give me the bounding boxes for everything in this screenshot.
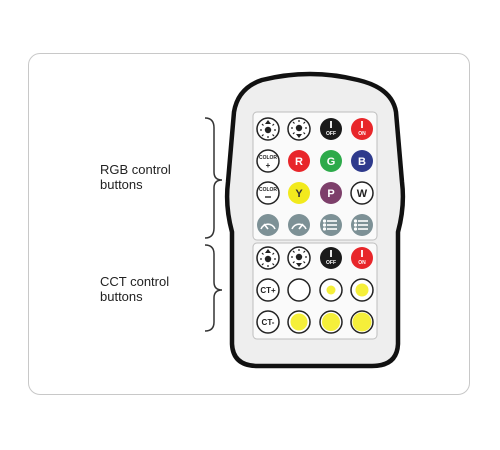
cct-brightness-up-button[interactable] (256, 246, 280, 270)
color-plus-label: COLOR (259, 155, 277, 161)
ct-minus-button[interactable]: CT- (256, 310, 280, 334)
ct-plus-button[interactable]: CT+ (256, 278, 280, 302)
purple-label: P (327, 188, 334, 200)
color-plus-button[interactable]: COLOR + (256, 149, 280, 173)
cct-power-on-button[interactable]: ON (351, 247, 373, 269)
brightness-down-icon (291, 249, 307, 267)
red-label: R (295, 156, 303, 168)
speed-up-button[interactable] (288, 214, 310, 236)
cct-level-2-button[interactable] (319, 310, 343, 334)
brightness-up-icon (260, 120, 276, 138)
rgb-label-line1: RGB control (100, 162, 171, 177)
purple-button[interactable]: P (320, 182, 342, 204)
yellow-label: Y (295, 188, 303, 200)
plus-icon: + (266, 161, 271, 170)
cct-power-on-label: ON (358, 260, 366, 266)
ct-plus-label: CT+ (260, 286, 276, 295)
color-minus-button[interactable]: COLOR (256, 181, 280, 205)
cct-power-off-button[interactable]: OFF (320, 247, 342, 269)
rgb-panel (252, 111, 378, 241)
speed-down-button[interactable] (257, 214, 279, 236)
ct-minus-label: CT- (262, 318, 275, 327)
color-minus-label: COLOR (259, 187, 277, 193)
white-button[interactable]: W (350, 181, 374, 205)
red-button[interactable]: R (288, 150, 310, 172)
cct-brace (204, 244, 223, 332)
green-button[interactable]: G (320, 150, 342, 172)
rgb-brace (204, 117, 223, 239)
cct-white-button[interactable] (287, 278, 311, 302)
power-off-button[interactable]: OFF (320, 118, 342, 140)
power-off-label: OFF (326, 131, 336, 137)
yellow-button[interactable]: Y (288, 182, 310, 204)
rgb-label-line2: buttons (100, 177, 143, 192)
mode-down-button[interactable] (320, 214, 342, 236)
cct-label: CCT control buttons (100, 274, 169, 304)
cct-label-line2: buttons (100, 289, 143, 304)
speed-up-icon (291, 223, 307, 230)
cct-level-1-button[interactable] (287, 310, 311, 334)
brightness-down-icon (291, 120, 307, 138)
speed-down-icon (260, 223, 276, 230)
cct-label-line1: CCT control (100, 274, 170, 289)
blue-button[interactable]: B (351, 150, 373, 172)
cct-panel (252, 242, 378, 340)
white-label: W (357, 188, 368, 200)
brightness-down-button[interactable] (287, 117, 311, 141)
cct-level-3-button[interactable] (350, 310, 374, 334)
brightness-up-icon (260, 249, 276, 267)
blue-label: B (358, 156, 366, 168)
power-on-label: ON (358, 131, 366, 137)
mode-list-icon (353, 219, 368, 231)
cct-brightness-down-button[interactable] (287, 246, 311, 270)
cct-neutral-button[interactable] (319, 278, 343, 302)
power-on-button[interactable]: ON (351, 118, 373, 140)
cct-warm-button[interactable] (350, 278, 374, 302)
brightness-up-button[interactable] (256, 117, 280, 141)
mode-up-button[interactable] (351, 214, 373, 236)
mode-list-icon (322, 219, 337, 231)
green-label: G (327, 156, 336, 168)
rgb-label: RGB control buttons (100, 162, 171, 192)
cct-power-off-label: OFF (326, 260, 336, 266)
